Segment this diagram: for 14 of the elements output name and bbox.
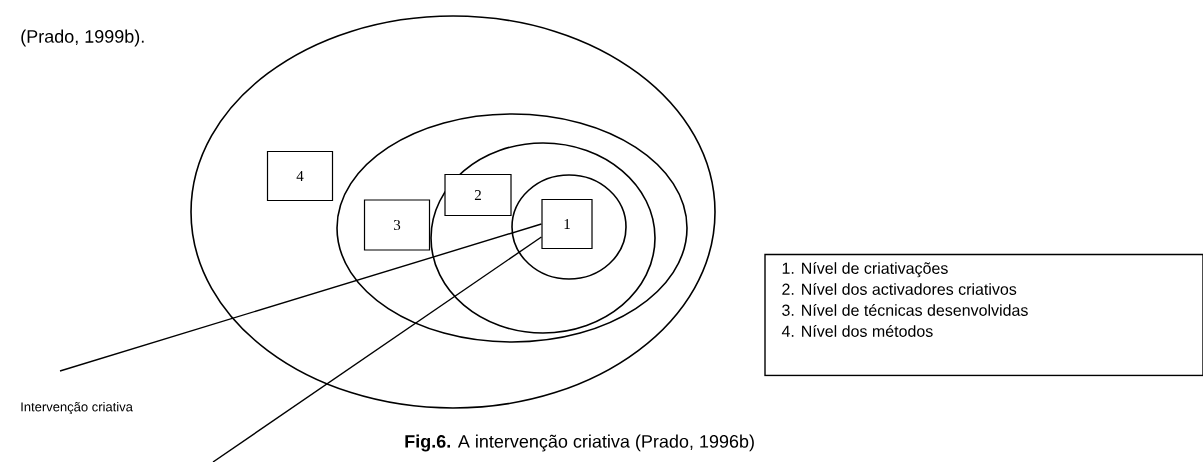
line-label: Intervenção criativa: [21, 401, 133, 415]
citation-text: (Prado, 1999b).: [21, 29, 144, 47]
ellipse: [190, 15, 716, 409]
legend-box: 1. Nível de criativações 2. Nível dos activadores criativos 3. Nível de técnicas desenvolvidas 4. Nível dos métodos: [764, 253, 1203, 377]
ellipse: [511, 174, 627, 280]
number-box: 1: [541, 198, 593, 250]
ellipse: [430, 142, 656, 334]
number-box: 4: [266, 150, 334, 202]
number-box: 3: [363, 199, 431, 251]
ellipse: [336, 113, 688, 343]
caption: Fig.6. A intervenção criativa (Prado, 1996b): [405, 434, 754, 452]
number-box: 2: [444, 173, 512, 217]
line: [59, 223, 543, 372]
line: [212, 236, 543, 462]
